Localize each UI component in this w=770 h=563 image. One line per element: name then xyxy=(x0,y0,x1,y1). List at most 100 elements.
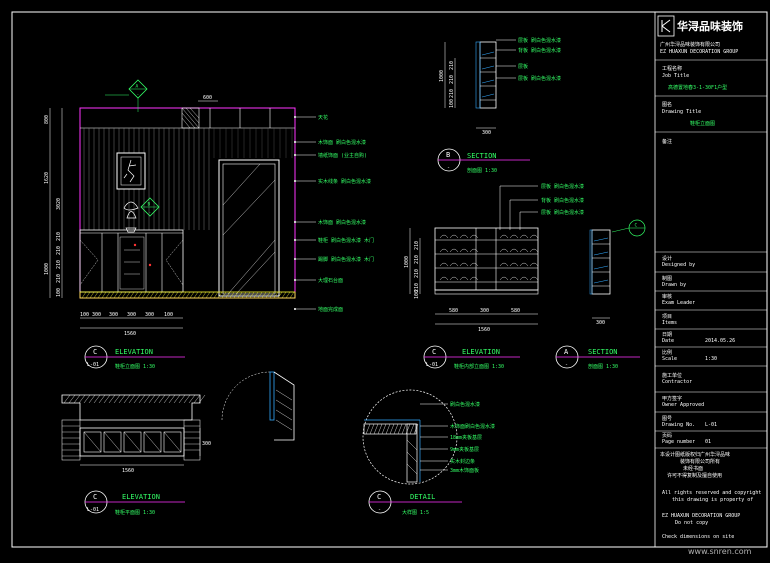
plan-compartment-diag xyxy=(123,431,142,453)
leader-dot xyxy=(293,115,297,119)
shoe-outline xyxy=(469,276,479,281)
annotation-main: 鞋柜 刷白色混水漆 木门 xyxy=(318,237,374,244)
leader-line xyxy=(509,199,538,230)
dim-main-h: 300 xyxy=(109,312,118,318)
callout-b-sheet: - xyxy=(149,211,152,216)
dim-inner-v: 1000 xyxy=(404,256,410,268)
date-value: 2014.05.26 xyxy=(705,338,735,344)
label-section-b-kind: SECTION xyxy=(467,152,497,160)
label-section-a: A - SECTION 剖面图 1:30 xyxy=(555,345,640,370)
shoe-outline xyxy=(499,234,509,239)
label-detail-cn: 大样图 1:5 xyxy=(402,509,429,516)
checked-label: 审核 xyxy=(662,293,672,300)
leader-dot xyxy=(293,153,297,157)
label-elev-inner: C L-01 ELEVATION 鞋柜内部立面图 1:30 xyxy=(423,345,520,370)
detail-view: 刷白色混水漆木饰面刷白色混水漆18mm夹板基层9mm夹板基层实木封边条3mm木饰… xyxy=(362,389,495,485)
plan-compartment-diag xyxy=(103,431,122,453)
note-3: 未经书面 xyxy=(683,465,703,472)
annotation-main: 地面完成面 xyxy=(318,306,343,313)
dwgno-en: Drawing No. xyxy=(662,422,695,428)
callout-a-sheet: - xyxy=(137,93,140,98)
shoe-outline xyxy=(449,262,459,267)
section-a: C 300 xyxy=(589,219,646,326)
annotation-section-b: 层板 xyxy=(518,63,528,70)
dim-section-b-v: 210 xyxy=(449,61,455,70)
note-8: Do not copy xyxy=(675,520,708,526)
shoe-outline xyxy=(519,234,529,239)
annotation-detail: 刷白色混水漆 xyxy=(450,401,480,408)
dwgno-value: L-01 xyxy=(705,422,717,428)
label-section-a-cn: 剖面图 1:30 xyxy=(588,363,618,370)
shoe-outline xyxy=(459,276,469,281)
detail-circle xyxy=(362,389,458,485)
callout-b: B - xyxy=(140,197,160,217)
plan-compartment xyxy=(143,431,162,453)
dim-plan-w: 1560 xyxy=(122,468,134,474)
dim-inner-h: 580 xyxy=(449,308,458,314)
owner-en: Owner Approved xyxy=(662,402,704,408)
drawing-frame xyxy=(11,11,768,548)
label-elev-inner-kind: ELEVATION xyxy=(462,348,500,356)
drawn-en: Drawn by xyxy=(662,282,686,288)
designed-en: Designed by xyxy=(662,262,695,268)
annotation-section-b: 层板 刷白色混水漆 xyxy=(518,75,561,82)
leader-dot xyxy=(293,140,297,144)
shoe-outline xyxy=(519,276,529,281)
dim-inner-v: 100 xyxy=(414,290,420,299)
label-elev-inner-cn: 鞋柜内部立面图 1:30 xyxy=(454,363,504,370)
annotation-section-b: 背板 刷白色混水漆 xyxy=(518,47,561,54)
shoe-outline xyxy=(529,262,539,267)
dim-section-b-h: 300 xyxy=(482,130,491,136)
annotation-detail: 9mm夹板基层 xyxy=(450,446,479,453)
dim-plan-d: 300 xyxy=(202,441,211,447)
label-elev-inner-sheet: L-01 xyxy=(426,362,438,368)
label-elev-main: C L-01 ELEVATION 鞋柜立面图 1:30 xyxy=(84,345,185,370)
annotation-detail: 3mm木饰面板 xyxy=(450,467,479,474)
callout-a: A - xyxy=(105,79,148,112)
label-detail-sheet: - xyxy=(378,507,381,513)
leader-dot xyxy=(293,179,297,183)
label-elev-main-cn: 鞋柜立面图 1:30 xyxy=(115,363,155,370)
note-9: Check dimensions on site xyxy=(662,534,734,540)
label-section-b-letter: B xyxy=(446,151,450,159)
label-section-b-cn: 剖面图 1:30 xyxy=(467,167,497,174)
label-section-a-sheet: - xyxy=(565,362,568,368)
wall-panel-stripes xyxy=(83,128,293,230)
plan-compartment xyxy=(123,431,142,453)
dim-inner-v: 210 xyxy=(414,283,420,292)
annotation-main: 墙纸饰面 (业主自购) xyxy=(318,152,367,159)
dim-main-v: 210 xyxy=(56,232,62,241)
shoe-outline xyxy=(529,248,539,253)
annotation-inner: 背板 刷白色混水漆 xyxy=(541,197,584,204)
company-logo-icon xyxy=(657,15,675,37)
contractor-label: 施工单位 xyxy=(662,372,682,379)
contractor-en: Contractor xyxy=(662,379,692,385)
drawing-label: 图名 xyxy=(662,101,672,108)
dim-main-v: 1620 xyxy=(44,172,50,184)
dim-main-v: 3020 xyxy=(56,198,62,210)
note-5: All rights reserved and copyright xyxy=(662,490,761,496)
dim-main-v: 210 xyxy=(56,260,62,269)
company-line1: 广州华浔品味装饰有限公司 xyxy=(660,41,720,48)
skirting xyxy=(79,291,296,299)
drawing-en: Drawing Title xyxy=(662,109,701,115)
plan-view: 1560 300 xyxy=(61,371,295,474)
leader-dot xyxy=(293,278,297,282)
wall-painting xyxy=(116,152,146,190)
annotation-detail: 实木封边条 xyxy=(450,458,475,465)
dim-main-total: 1560 xyxy=(124,331,136,337)
remark-label: 备注 xyxy=(662,138,672,145)
note-1: 本设计图纸版权归广州华浔品味 xyxy=(660,451,730,458)
label-section-b: B - SECTION 剖面图 1:30 xyxy=(437,148,530,174)
plan-compartment-diag xyxy=(163,431,182,453)
dim-section-b-v: 100 xyxy=(449,99,455,108)
callout-b-letter: B xyxy=(148,202,151,208)
sheet-value: 01 xyxy=(705,439,711,445)
annotation-main: 木饰面 刷白色混水漆 xyxy=(318,139,366,146)
shoe-outline xyxy=(529,276,539,281)
sheet-label: 页码 xyxy=(662,432,672,439)
note-2: 装饰有限公司所有 xyxy=(680,458,720,465)
